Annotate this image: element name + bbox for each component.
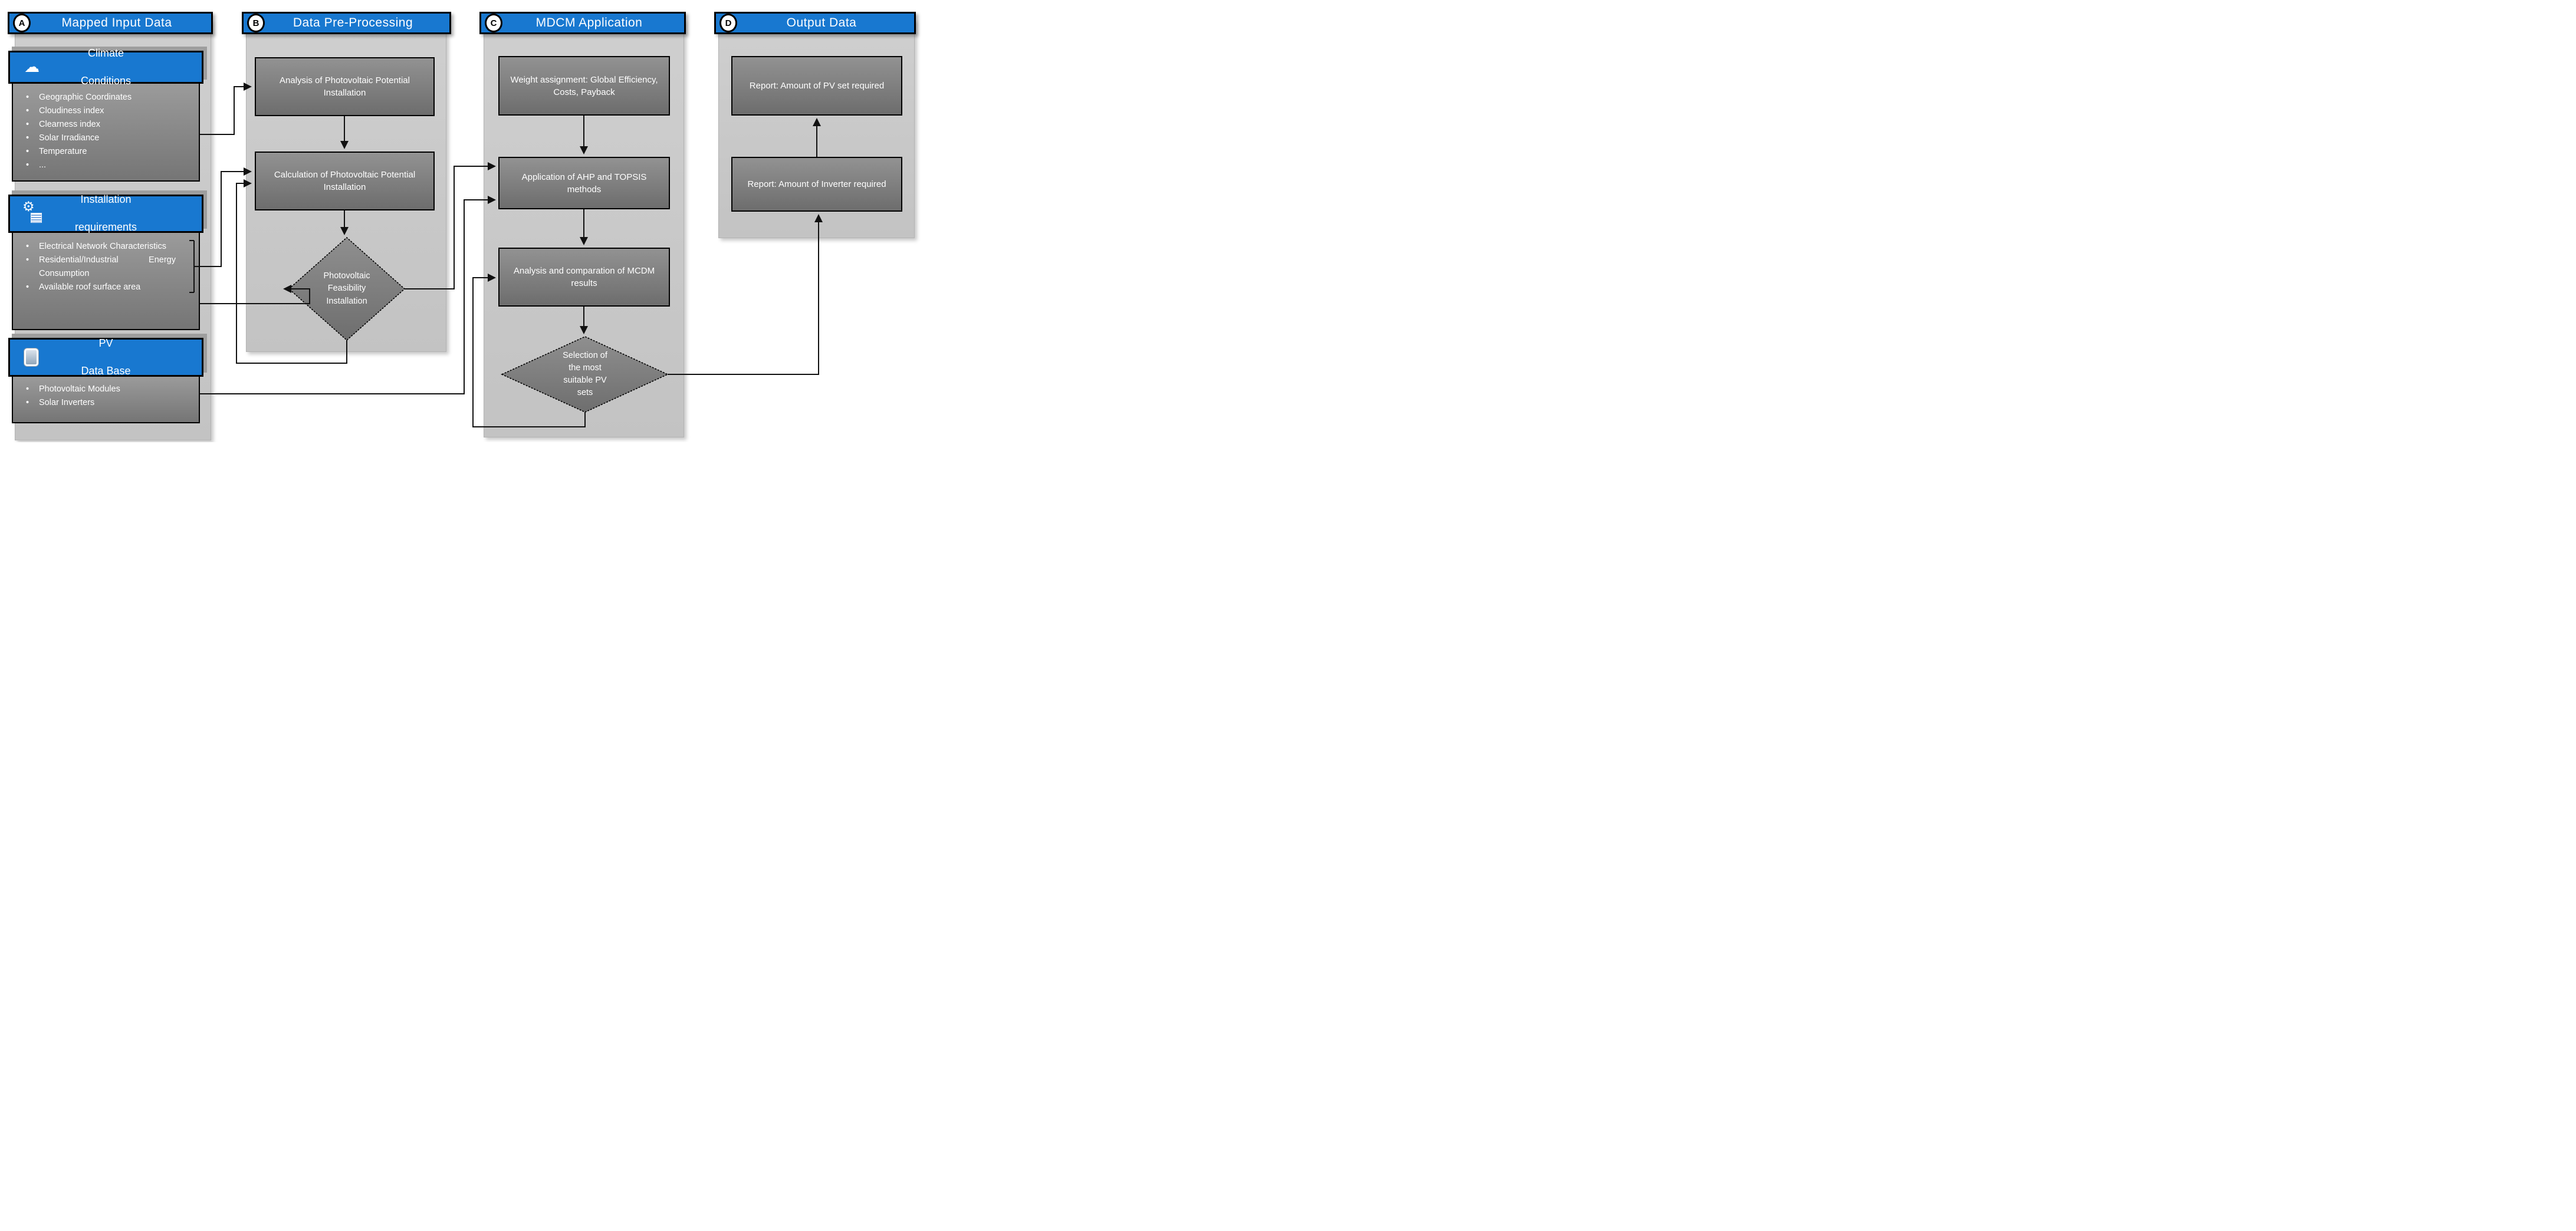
list-item: Solar Inverters [24,396,193,410]
section-c-header: C MDCM Application [479,12,686,34]
climate-conditions-title: Climate Conditions [81,47,131,88]
node-report-inverter: Report: Amount of Inverter required [731,157,902,212]
installation-requirements-list: Electrical Network Characteristics Resid… [12,232,200,330]
node-report-pv-set: Report: Amount of PV set required [731,56,902,116]
section-a-letter-badge: A [13,14,31,32]
climate-title-line1: Climate [87,47,124,59]
section-c-letter-badge: C [485,14,502,32]
section-a-header: A Mapped Input Data [8,12,213,34]
climate-conditions-header: ☁ Climate Conditions [8,47,203,87]
pv-database-title: PV Data Base [81,337,130,378]
installation-requirements-header: ⚙ Installation requirements [8,193,203,234]
node-calculation-pv-potential: Calculation of Photovoltaic Potential In… [255,152,435,210]
pv-title-line1: PV [98,337,113,349]
node-mcdm-comparison: Analysis and comparation of MCDM results [498,248,670,307]
list-item: Geographic Coordinates [24,91,193,104]
list-item: Cloudiness index [24,104,193,118]
gears-icon: ⚙ [22,200,42,223]
section-b-letter-badge: B [247,14,265,32]
cloud-icon: ☁ [24,58,40,76]
section-d-title: Output Data [786,16,857,29]
installation-title-line2: requirements [74,221,137,233]
edge-selection-to-inverter-report [668,214,823,375]
list-item: Solar Irradiance [24,131,193,145]
list-item: Electrical Network Characteristics [24,240,176,254]
list-item: Available roof surface area [24,281,155,294]
climate-conditions-list: Geographic Coordinates Cloudiness index … [12,83,200,182]
node-weight-assignment: Weight assignment: Global Efficiency, Co… [498,56,670,116]
list-item: Temperature [24,145,193,159]
section-d-letter-badge: D [719,14,737,32]
flowchart-canvas: A Mapped Input Data ☁ Climate Conditions… [0,0,925,442]
list-item: Photovoltaic Modules [24,383,193,396]
node-ahp-topsis: Application of AHP and TOPSIS methods [498,157,670,209]
installation-title-line1: Installation [80,193,132,206]
node-analysis-pv-potential: Analysis of Photovoltaic Potential Insta… [255,57,435,116]
list-item: ... [24,159,193,172]
decision-feasibility-label: Photovoltaic Feasibility Installation [323,271,370,306]
section-b-header: B Data Pre-Processing [242,12,451,34]
decision-selection-label: Selection of the most suitable PV sets [563,350,607,398]
pv-title-line2: Data Base [81,364,131,377]
section-b-title: Data Pre-Processing [293,16,413,29]
chip-icon [24,348,38,366]
list-item: Residential/Industrial Energy Consumptio… [24,254,176,281]
installation-requirements-title: Installation requirements [75,193,137,234]
section-a-title: Mapped Input Data [61,16,172,29]
pv-database-header: PV Data Base [8,337,203,378]
section-c-title: MDCM Application [535,16,643,29]
list-item: Clearness index [24,118,193,131]
section-d-header: D Output Data [714,12,916,34]
climate-title-line2: Conditions [80,74,132,87]
pv-database-list: Photovoltaic Modules Solar Inverters [12,376,200,423]
